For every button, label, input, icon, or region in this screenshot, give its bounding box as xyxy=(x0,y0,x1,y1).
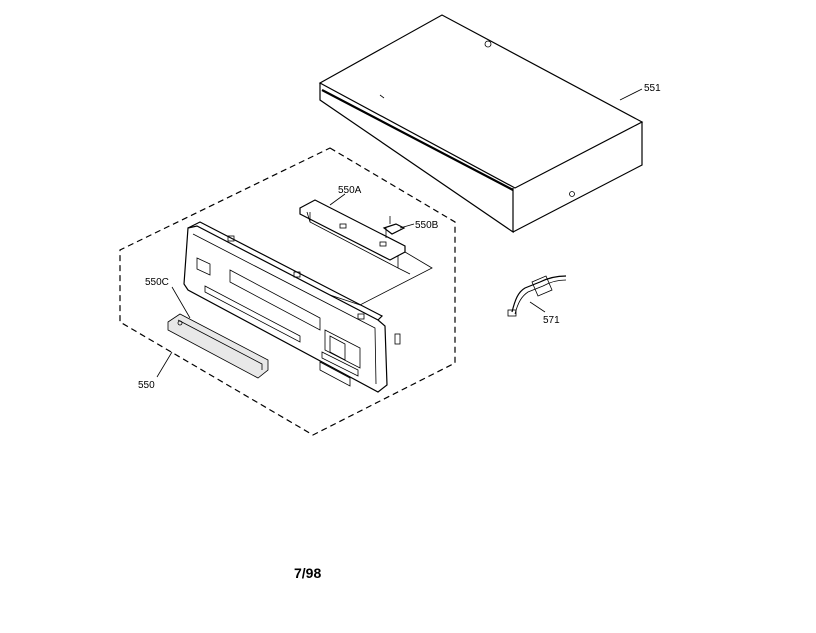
cabinet-part xyxy=(318,14,644,234)
label-550b: 550B xyxy=(415,220,439,231)
assembly-group-outline xyxy=(119,147,456,436)
label-550: 550 xyxy=(138,380,155,391)
bracket-b-part xyxy=(382,216,406,238)
front-panel-part xyxy=(183,221,401,393)
label-550a: 550A xyxy=(338,185,362,196)
window-part xyxy=(167,313,269,379)
label-551: 551 xyxy=(644,83,661,94)
bracket-a-part xyxy=(299,199,406,269)
label-571: 571 xyxy=(543,315,560,326)
cable-part xyxy=(507,275,567,317)
label-550c: 550C xyxy=(145,277,169,288)
footer-date: 7/98 xyxy=(294,565,321,581)
